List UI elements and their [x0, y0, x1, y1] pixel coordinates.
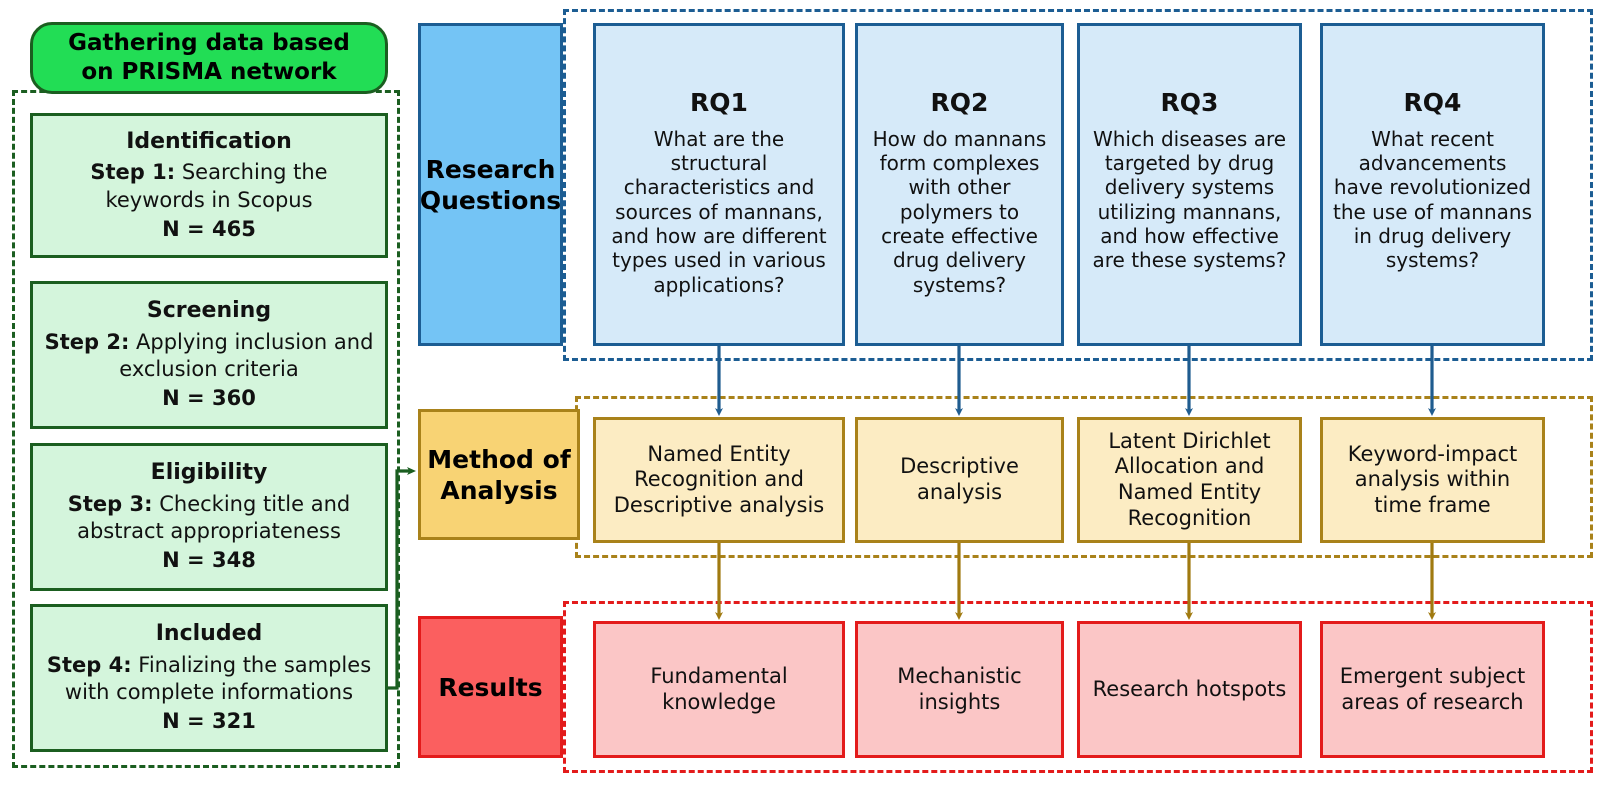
prisma-step-title: Identification [126, 128, 292, 154]
card-result-3: Research hotspots [1077, 621, 1302, 758]
card-rq-title: RQ2 [930, 88, 989, 117]
prisma-step-title: Eligibility [150, 460, 268, 486]
card-method-text: Latent Dirichlet Allocation and Named En… [1108, 428, 1271, 530]
card-rq-text: What are the structural characteristics … [611, 126, 827, 297]
prisma-step-body: Step 2: Applying inclusion and exclusion… [43, 329, 375, 384]
prisma-header-line1: Gathering data based [68, 30, 350, 57]
card-result-text: Research hotspots [1092, 676, 1287, 701]
prisma-header-line2: on PRISMA network [81, 59, 337, 85]
row-label-line1: Method of [427, 444, 571, 474]
prisma-step-count: N = 360 [162, 386, 256, 411]
prisma-step-body: Step 3: Checking title and abstract appr… [43, 491, 375, 546]
row-label-results: Results [418, 616, 563, 758]
row-label-line1: Research [425, 154, 556, 184]
card-rq1: RQ1 What are the structural characterist… [593, 23, 845, 346]
prisma-step-body-text: Applying inclusion and exclusion criteri… [119, 329, 374, 382]
prisma-step-body-text: Checking title and abstract appropriaten… [77, 491, 351, 544]
row-label-text: Results [438, 672, 543, 702]
card-rq-text: How do mannans form complexes with other… [872, 126, 1047, 297]
card-method-1: Named Entity Recognition and Descriptive… [593, 417, 845, 543]
prisma-step-eligibility: Eligibility Step 3: Checking title and a… [30, 443, 388, 591]
card-rq2: RQ2 How do mannans form complexes with o… [855, 23, 1064, 346]
row-label-research-questions: Research Questions [418, 23, 563, 346]
prisma-step-label: Step 2: [44, 329, 130, 354]
prisma-step-included: Included Step 4: Finalizing the samples … [30, 604, 388, 752]
card-rq-text: Which diseases are targeted by drug deli… [1092, 126, 1287, 273]
card-result-1: Fundamental knowledge [593, 621, 845, 758]
prisma-step-label: Step 4: [46, 652, 132, 677]
card-rq-text: What recent advancements have revolution… [1332, 126, 1532, 273]
card-method-3: Latent Dirichlet Allocation and Named En… [1077, 417, 1302, 543]
prisma-step-count: N = 321 [162, 709, 256, 734]
card-result-4: Emergent subject areas of research [1320, 621, 1545, 758]
card-result-text: Fundamental knowledge [650, 663, 788, 714]
prisma-step-count: N = 348 [162, 548, 256, 573]
card-result-2: Mechanistic insights [855, 621, 1064, 758]
row-label-method-of-analysis: Method of Analysis [418, 409, 580, 540]
row-label-line2: Questions [419, 185, 562, 215]
row-label-line2: Analysis [440, 475, 558, 505]
prisma-step-title: Included [155, 621, 263, 647]
results-band [563, 601, 1593, 773]
prisma-step-body-text: Finalizing the samples with complete inf… [64, 652, 372, 705]
card-result-text: Emergent subject areas of research [1339, 663, 1526, 714]
card-rq-title: RQ3 [1160, 88, 1219, 117]
card-rq3: RQ3 Which diseases are targeted by drug … [1077, 23, 1302, 346]
prisma-step-count: N = 465 [162, 216, 256, 241]
card-method-2: Descriptive analysis [855, 417, 1064, 543]
prisma-step-label: Step 1: [90, 160, 176, 185]
prisma-step-body: Step 4: Finalizing the samples with comp… [43, 652, 375, 707]
research-questions-band [563, 9, 1593, 361]
prisma-step-label: Step 3: [67, 491, 153, 516]
prisma-step-identification: Identification Step 1: Searching the key… [30, 113, 388, 258]
card-method-text: Keyword-impact analysis within time fram… [1347, 441, 1518, 517]
card-method-4: Keyword-impact analysis within time fram… [1320, 417, 1545, 543]
card-method-text: Descriptive analysis [900, 454, 1019, 504]
card-rq-title: RQ1 [690, 88, 748, 117]
card-rq4: RQ4 What recent advancements have revolu… [1320, 23, 1545, 346]
card-rq-title: RQ4 [1403, 88, 1462, 117]
card-result-text: Mechanistic insights [897, 663, 1022, 714]
prisma-step-body-text: Searching the keywords in Scopus [105, 160, 328, 212]
prisma-step-body: Step 1: Searching the keywords in Scopus [43, 159, 375, 214]
prisma-step-screening: Screening Step 2: Applying inclusion and… [30, 281, 388, 429]
prisma-step-title: Screening [146, 298, 272, 324]
prisma-header-box: Gathering data based on PRISMA network [30, 22, 388, 94]
card-method-text: Named Entity Recognition and Descriptive… [613, 441, 825, 517]
